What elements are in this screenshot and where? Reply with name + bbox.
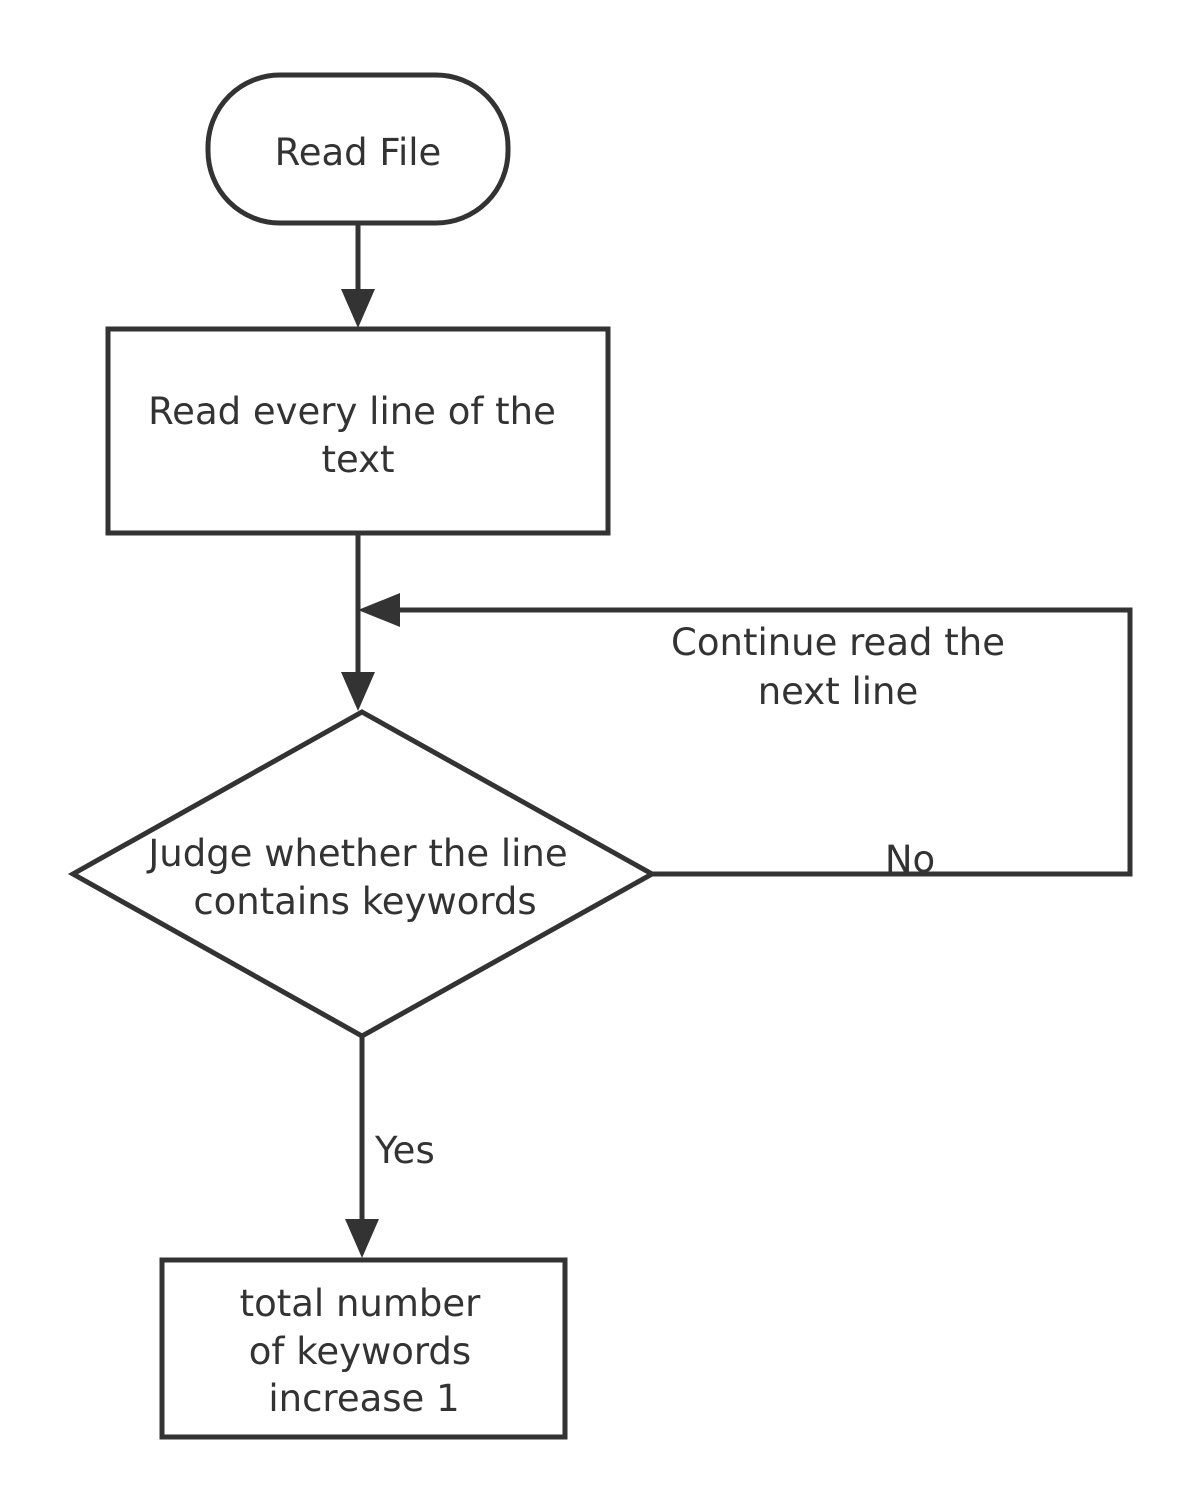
node-read-file: Read File (205, 72, 511, 226)
node-increment-label-line-2: of keywords (249, 1330, 471, 1373)
arrowhead-down-icon (345, 1219, 379, 1258)
node-decision-label-line-1: Judge whether the line (146, 832, 567, 875)
node-decision-label-line-2: contains keywords (193, 880, 536, 923)
no-branch-label: No (885, 838, 935, 881)
node-increment-label-line-3: increase 1 (268, 1377, 459, 1420)
edge-no-loop-back: Continue read the next line No (358, 593, 1133, 881)
arrowhead-down-icon (341, 672, 375, 711)
edge-read-lines-to-decision (341, 533, 375, 711)
loop-back-label-line-2: next line (758, 670, 919, 713)
node-read-file-label: Read File (275, 131, 442, 174)
edge-yes: Yes (345, 1036, 435, 1258)
arrowhead-left-icon (358, 593, 400, 627)
loop-back-line (396, 607, 1133, 877)
node-increment: total number of keywords increase 1 (159, 1257, 568, 1440)
node-increment-label-line-1: total number (240, 1282, 482, 1325)
node-decision: Judge whether the line contains keywords (67, 709, 658, 1039)
loop-back-label-line-1: Continue read the (671, 621, 1005, 664)
process-shape (159, 1257, 568, 1440)
node-read-lines-label-line-2: text (321, 438, 394, 481)
arrowhead-down-icon (341, 289, 375, 328)
node-read-lines-label-line-1: Read every line of the (148, 390, 556, 433)
process-shape (105, 326, 611, 536)
node-read-lines: Read every line of the text (105, 326, 611, 536)
yes-branch-label: Yes (374, 1129, 435, 1172)
edge-start-to-read-lines (341, 223, 375, 328)
